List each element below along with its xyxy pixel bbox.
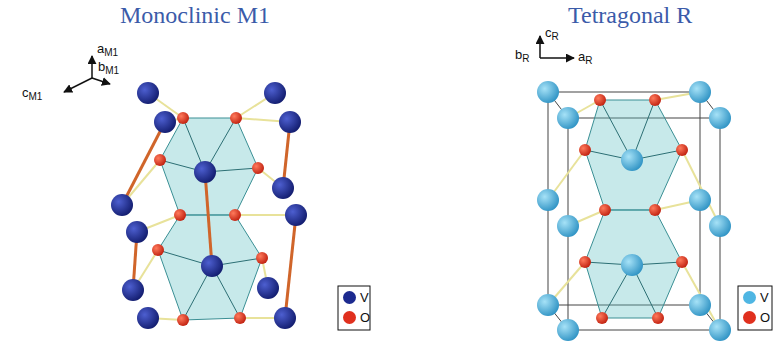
legend-swatch: [743, 291, 756, 304]
axis-label: bR: [515, 48, 529, 64]
axis-label: cM1: [22, 86, 42, 102]
legend-swatch: [743, 311, 756, 324]
m1-structure: [111, 82, 307, 329]
legend-text: O: [360, 310, 370, 325]
legend-entry: O: [743, 310, 770, 325]
axes: [64, 36, 574, 92]
axis-label: aR: [578, 50, 592, 66]
legend-swatch: [343, 291, 356, 304]
axis-label: aM1: [97, 42, 118, 58]
legend-text: V: [360, 290, 369, 305]
legend-swatch: [343, 311, 356, 324]
panel-title: Tetragonal R: [568, 2, 692, 28]
axis-label: bM1: [98, 60, 119, 76]
legend-entry: V: [743, 290, 769, 305]
legend-frame: [338, 286, 370, 330]
legend-entry: O: [343, 310, 370, 325]
axis-label: cR: [545, 26, 559, 42]
legend-text: V: [760, 290, 769, 305]
rutile-structure: [537, 81, 731, 341]
legend-text: O: [760, 310, 770, 325]
legend-entry: V: [343, 290, 369, 305]
legend-frame: [738, 286, 772, 330]
panel-title: Monoclinic M1: [120, 2, 270, 28]
